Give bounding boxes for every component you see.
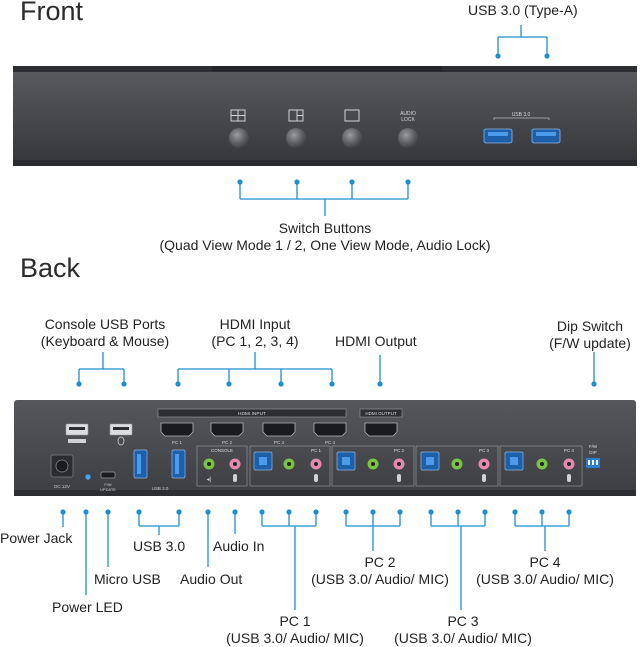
fw-dip-text-1: F/W: [589, 444, 598, 449]
usb-type-a-label: USB 3.0 (Type-A): [468, 2, 578, 18]
keyboard-icon: [68, 439, 86, 443]
pc2-title: PC 2: [364, 554, 396, 570]
hdmi-input-label: HDMI Input (PC 1, 2, 3, 4): [195, 316, 315, 350]
pc4-ports: PC 4: [499, 445, 583, 487]
hdmi-output-panel-text: HDMI OUTPUT: [365, 411, 396, 416]
pc3-desc: (USB 3.0/ Audio/ MIC): [394, 630, 532, 646]
console-usb-ports: [65, 423, 133, 446]
pc3-ports: PC 3: [415, 445, 499, 487]
console-audio: CONSOLE ◂): [196, 445, 248, 487]
one-view-icon: [344, 109, 360, 122]
audio-lock-button[interactable]: AUDIO LOCK: [398, 111, 418, 148]
pc1-desc: (USB 3.0/ Audio/ MIC): [226, 630, 364, 646]
power-led-label: Power LED: [52, 599, 123, 615]
hdmi-input-panel-text: HDMI INPUT: [238, 411, 266, 417]
back-callouts: [60, 352, 597, 610]
quad-view-2-button[interactable]: [286, 109, 306, 148]
hdmi-input-ports: HDMI INPUT PC 1 PC 2 PC 3 PC 4: [157, 408, 347, 445]
speaker-icon: ◂): [206, 477, 211, 483]
audio-out-label: Audio Out: [180, 571, 243, 587]
front-usb-ports: USB 3.0: [483, 112, 561, 144]
pc2-group-text: PC 2: [394, 448, 405, 453]
fw-dip-text-2: DIP: [589, 450, 597, 455]
pc2-desc: (USB 3.0/ Audio/ MIC): [311, 571, 449, 587]
front-callouts: [237, 25, 550, 216]
mouse-icon: [117, 436, 125, 446]
hdmi-output-label: HDMI Output: [335, 333, 417, 349]
pc1-label: PC 1 (USB 3.0/ Audio/ MIC): [220, 613, 370, 647]
pc3-title: PC 3: [447, 613, 479, 629]
hdmi-input-desc: (PC 1, 2, 3, 4): [211, 333, 299, 349]
back-usb30-ports: USB 3.0: [133, 449, 186, 491]
hdmi-pc3-text: PC 3: [274, 440, 285, 445]
hdmi-port-pc1: PC 1: [160, 422, 194, 445]
dip-switch-desc: (F/W update): [549, 335, 631, 351]
power-jack: DC 12V: [50, 454, 74, 489]
fw-update-text-1: F/W: [104, 482, 112, 487]
pc4-mic-icon: [567, 474, 571, 482]
back-usb30-text: USB 3.0: [152, 486, 169, 491]
console-usb-title: Console USB Ports: [44, 316, 166, 332]
hdmi-pc1-text: PC 1: [172, 440, 183, 445]
quad-view-1-button[interactable]: [229, 109, 249, 148]
hdmi-input-title: HDMI Input: [219, 316, 291, 332]
micro-usb-label: Micro USB: [94, 571, 161, 587]
console-usb-desc: (Keyboard & Mouse): [40, 333, 170, 349]
pc1-mic-icon: [314, 474, 318, 482]
switch-buttons-desc: (Quad View Mode 1 / 2, One View Mode, Au…: [159, 237, 491, 253]
switch-buttons-label: Switch Buttons (Quad View Mode 1 / 2, On…: [150, 220, 500, 254]
console-text: CONSOLE: [211, 448, 233, 453]
pc4-label: PC 4 (USB 3.0/ Audio/ MIC): [470, 554, 620, 588]
pc2-label: PC 2 (USB 3.0/ Audio/ MIC): [305, 554, 455, 588]
back-heading: Back: [20, 253, 81, 283]
hdmi-pc2-text: PC 2: [222, 440, 233, 445]
pc4-group-text: PC 4: [564, 448, 575, 453]
dip-switch-label: Dip Switch (F/W update): [540, 318, 640, 352]
mic-icon: [233, 474, 237, 482]
pc1-title: PC 1: [279, 613, 311, 629]
pc2-ports: PC 2: [331, 445, 415, 487]
front-heading: Front: [20, 0, 84, 26]
front-panel: [13, 66, 637, 166]
dip-switch-title: Dip Switch: [556, 318, 624, 334]
pc2-mic-icon: [397, 474, 401, 482]
pc1-ports: PC 1: [249, 445, 331, 487]
pc3-group-text: PC 3: [479, 448, 490, 453]
dip-switch: F/W DIP: [586, 444, 600, 468]
power-jack-label: Power Jack: [0, 530, 73, 546]
dc12v-text: DC 12V: [54, 484, 70, 489]
audio-lock-text-2: LOCK: [401, 117, 415, 123]
fw-update-text-2: UPDATE: [100, 487, 116, 492]
pc3-label: PC 3 (USB 3.0/ Audio/ MIC): [388, 613, 538, 647]
front-usb-text: USB 3.0: [512, 112, 531, 118]
hdmi-port-pc4: PC 4: [313, 422, 347, 445]
pc1-group-text: PC 1: [311, 448, 322, 453]
pc4-desc: (USB 3.0/ Audio/ MIC): [476, 571, 614, 587]
pc3-mic-icon: [482, 474, 486, 482]
console-usb-label: Console USB Ports (Keyboard & Mouse): [30, 316, 180, 350]
audio-lock-text-1: AUDIO: [400, 111, 416, 117]
hdmi-output-port: HDMI OUTPUT: [359, 408, 403, 437]
usb30-label: USB 3.0: [133, 538, 186, 554]
switch-buttons-title: Switch Buttons: [278, 220, 372, 236]
one-view-button[interactable]: [342, 109, 362, 148]
pc4-title: PC 4: [529, 554, 561, 570]
power-led: [85, 474, 91, 480]
hdmi-pc4-text: PC 4: [325, 440, 336, 445]
hdmi-port-pc3: PC 3: [262, 422, 296, 445]
audio-in-label: Audio In: [213, 538, 265, 554]
micro-usb-port: F/W UPDATE: [100, 471, 116, 492]
hdmi-port-pc2: PC 2: [210, 422, 244, 445]
